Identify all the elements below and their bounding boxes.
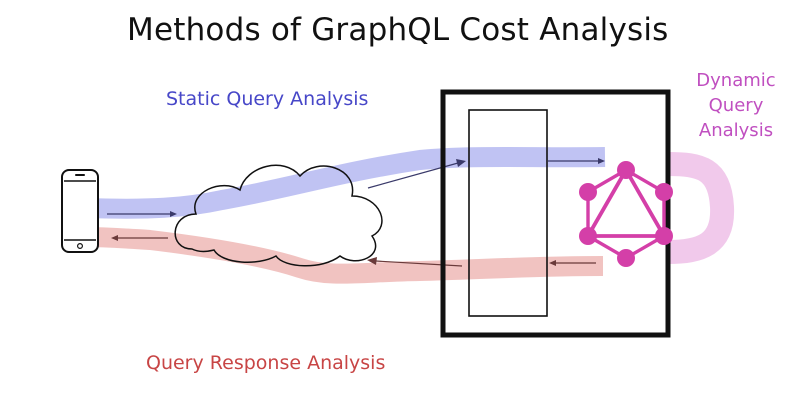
server-outer-box xyxy=(440,89,671,338)
response-flow-band xyxy=(85,227,604,284)
static-query-analysis-label: Static Query Analysis xyxy=(166,88,369,110)
diagram-title: Methods of GraphQL Cost Analysis xyxy=(127,12,669,48)
response-arrow-server-cloud xyxy=(375,260,463,267)
query-response-analysis-label: Query Response Analysis xyxy=(146,352,386,374)
cloud-icon xyxy=(174,164,383,267)
graphql-logo-icon xyxy=(579,161,673,267)
mobile-phone-icon xyxy=(61,169,99,253)
dynamic-label-line-3: Analysis xyxy=(698,120,774,141)
server-inner-box xyxy=(468,109,548,317)
dynamic-analysis-band xyxy=(667,152,735,264)
request-flow-band xyxy=(83,147,606,219)
dynamic-query-analysis-label: Dynamic Query Analysis xyxy=(680,68,792,143)
dynamic-label-line-2: Query xyxy=(708,95,764,116)
dynamic-label-line-1: Dynamic xyxy=(696,70,776,91)
